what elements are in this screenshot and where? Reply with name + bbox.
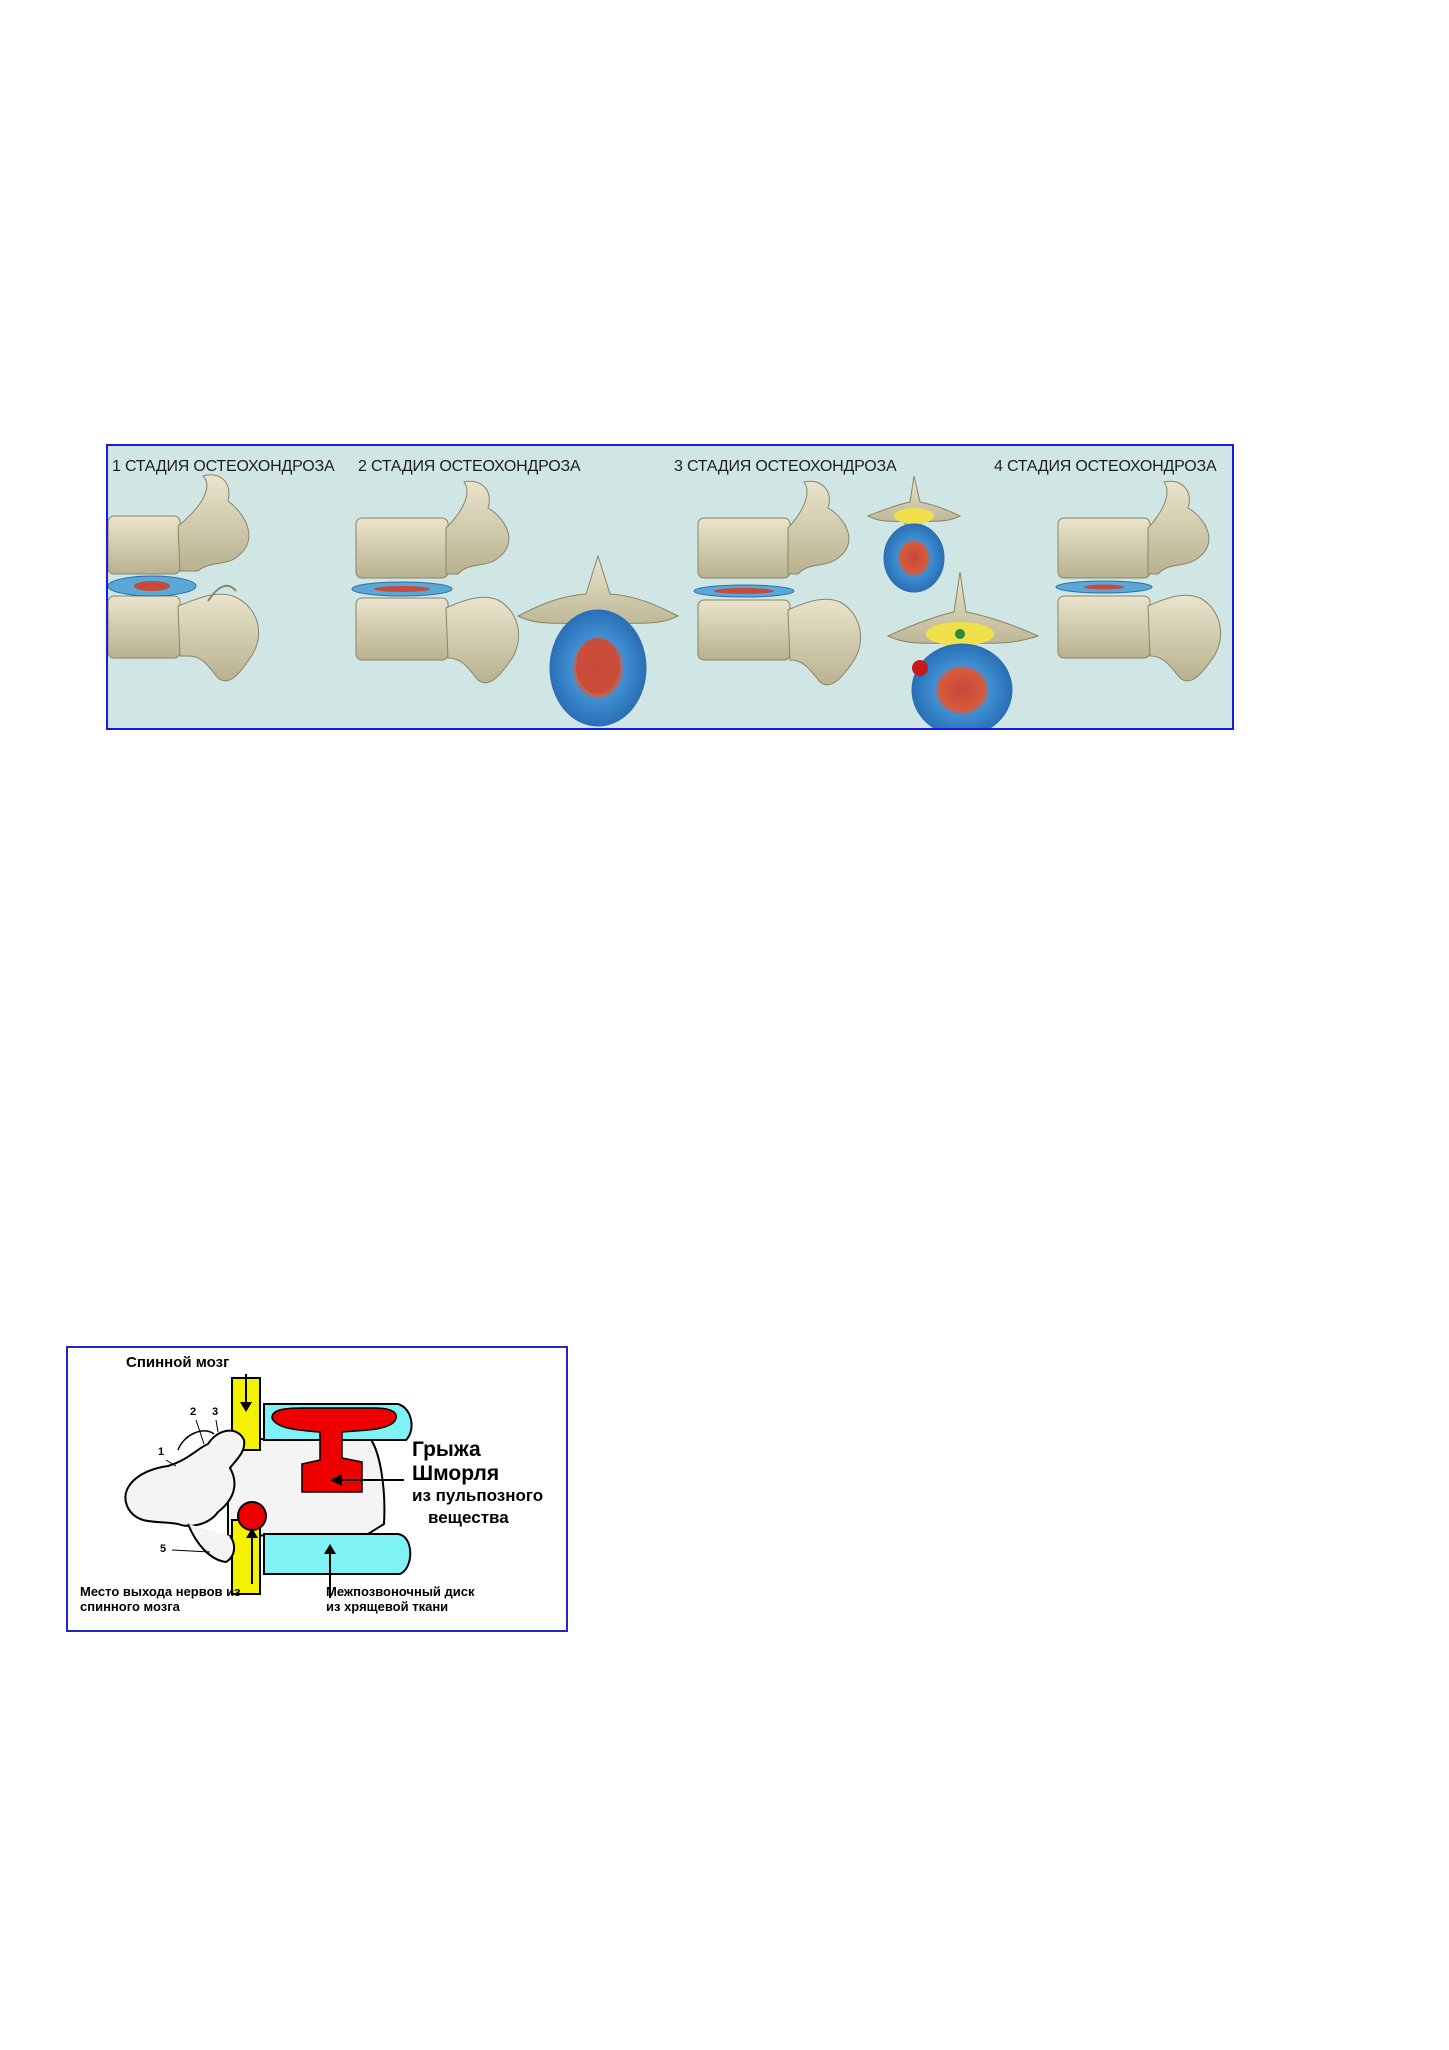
nerve-exit-circle — [237, 1501, 267, 1531]
spinal-cord-bottom — [231, 1519, 261, 1595]
osteochondrosis-stages-figure: 1 СТАДИЯ ОСТЕОХОНДРОЗА 2 СТАДИЯ ОСТЕОХОН… — [106, 444, 1234, 730]
stage-2-title: 2 СТАДИЯ ОСТЕОХОНДРОЗА — [358, 458, 581, 475]
disc-label-line1: Межпозвоночный диск — [326, 1584, 475, 1599]
disc-label-line2: из хрящевой ткани — [326, 1599, 449, 1614]
label-number-3: 3 — [212, 1406, 219, 1418]
disc-bottom — [263, 1533, 412, 1575]
stage1-spine — [108, 474, 260, 682]
label-number-1: 1 — [158, 1446, 165, 1458]
hernia-label-line3: из пульпозного — [412, 1486, 544, 1505]
hernia-illustration — [124, 1374, 413, 1598]
stage2-spine — [351, 480, 520, 684]
nerve-exit-label-line1: Место выхода нервов из — [80, 1584, 241, 1599]
hernia-label-line1: Грыжа — [412, 1438, 481, 1461]
nerve-exit-label-line2: спинного мозга — [80, 1599, 180, 1614]
stage4-spine — [1055, 480, 1222, 682]
label-number-5: 5 — [160, 1543, 167, 1555]
inferior-process — [187, 1523, 236, 1564]
hernia-shape — [271, 1407, 397, 1493]
stage-4-title: 4 СТАДИЯ ОСТЕОХОНДРОЗА — [994, 458, 1217, 475]
hernia-label-line2: Шморля — [412, 1462, 500, 1485]
stage3-vertebra-top-view-small — [866, 475, 962, 593]
stage2-vertebra-top-view — [516, 554, 680, 727]
hernia-label-line4: вещества — [428, 1508, 509, 1527]
stage3-spine — [693, 480, 862, 686]
label-number-2: 2 — [190, 1406, 197, 1418]
vertebral-arch — [124, 1429, 246, 1527]
spinal-cord-label: Спинной мозг — [126, 1354, 230, 1371]
schmorl-hernia-figure: Спинной мозг Грыжа Шморля из пульпозного… — [66, 1346, 568, 1632]
stage-1-title: 1 СТАДИЯ ОСТЕОХОНДРОЗА — [112, 458, 335, 475]
stage-3-title: 3 СТАДИЯ ОСТЕОХОНДРОЗА — [674, 458, 897, 475]
stage3-vertebra-top-view-large — [886, 571, 1040, 728]
stages-illustration — [108, 474, 1222, 728]
